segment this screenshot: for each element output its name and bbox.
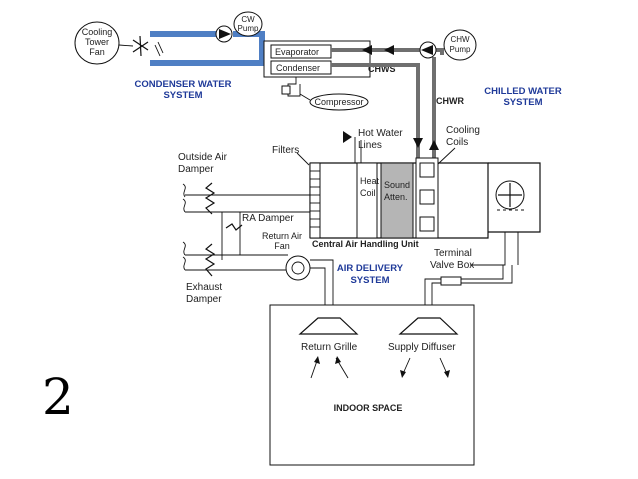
return-grille-label: Return Grille xyxy=(301,342,358,353)
sound-atten-label-1: Sound xyxy=(384,180,410,190)
condenser-system-label-1: CONDENSER WATER xyxy=(135,79,232,90)
air-handling-unit: Filters Heat Coil Hot Water Lines Sound … xyxy=(272,125,541,266)
cw-pump-label-2: Pump xyxy=(238,24,259,33)
return-air-fan-label-2: Fan xyxy=(274,241,290,251)
chws-up-arrow-icon xyxy=(429,140,439,150)
chiller: Evaporator Condenser Compressor xyxy=(263,40,371,111)
terminal-valve-box xyxy=(440,276,462,286)
heat-coil xyxy=(356,162,378,239)
indoor-space-label: INDOOR SPACE xyxy=(334,403,403,413)
return-air-fan-icon xyxy=(285,255,311,281)
chws-riser xyxy=(434,48,444,55)
condenser-label: Condenser xyxy=(276,63,320,73)
condenser-system-label-2: SYSTEM xyxy=(163,90,202,101)
return-grille-icon xyxy=(298,317,359,335)
filter-bank xyxy=(309,162,321,239)
outside-air-damper-icon xyxy=(204,182,216,215)
chilled-water-system: CHWS CHWR CHW Pump CHILLED WATER SYSTEM xyxy=(331,29,562,160)
cooling-coils-label-2: Coils xyxy=(446,137,468,148)
chwr-label: CHWR xyxy=(436,96,464,106)
evaporator-label: Evaporator xyxy=(275,47,319,57)
return-air-fan-label-1: Return Air xyxy=(262,231,302,241)
cooling-coil-2 xyxy=(419,189,435,205)
cooling-tower-fan-icon xyxy=(132,35,164,57)
compressor-bubble xyxy=(309,93,369,111)
chws-label: CHWS xyxy=(368,64,396,74)
cooling-coils-label-1: Cooling xyxy=(446,125,480,136)
cooling-tower-fan-bubble xyxy=(74,21,120,65)
chwr-arrow-icon xyxy=(413,138,423,148)
exhaust-damper-icon xyxy=(204,243,216,277)
sound-attenuator xyxy=(380,162,414,239)
condenser-water-system: Cooling Tower Fan CW Pump CONDENSER WATE… xyxy=(74,11,266,101)
cooling-coil-1 xyxy=(419,162,435,178)
heat-coil-label-1: Heat xyxy=(360,176,380,186)
chws-arrow-icon xyxy=(362,45,372,55)
dampers-and-return: Outside Air Damper RA Damper Exhaust Dam… xyxy=(178,152,334,318)
compressor-icon xyxy=(281,85,291,95)
chw-pump-bubble xyxy=(443,29,477,61)
indoor-space-room xyxy=(269,304,475,466)
compressor-label: Compressor xyxy=(314,97,363,107)
chws-arrow-2-icon xyxy=(384,45,394,55)
chw-pump-label-1: CHW xyxy=(450,35,470,44)
heat-coil-label-2: Coil xyxy=(360,188,376,198)
chw-pump-label-2: Pump xyxy=(450,45,471,54)
exhaust-damper-label-1: Exhaust xyxy=(186,282,222,293)
condenser-pipe-riser xyxy=(233,31,265,63)
cooling-tower-fan-label-1: Cooling xyxy=(82,27,113,37)
cooling-tower-fan-label-2: Tower xyxy=(85,37,109,47)
cw-pump-label-1: CW xyxy=(241,15,255,24)
air-delivery-label-1: AIR DELIVERY xyxy=(337,263,404,274)
hot-water-label-2: Lines xyxy=(358,140,382,151)
filters-label: Filters xyxy=(272,145,299,156)
outside-air-damper-label-2: Damper xyxy=(178,164,214,175)
hot-water-arrow-icon xyxy=(343,131,352,143)
supply-diffuser-label: Supply Diffuser xyxy=(388,342,456,353)
outside-air-damper-label-1: Outside Air xyxy=(178,152,228,163)
ra-damper-label: RA Damper xyxy=(242,213,294,224)
condenser-box xyxy=(270,60,332,75)
indoor-space: Return Grille Supply Diffuser INDOOR SPA… xyxy=(269,304,475,466)
terminal-valve-box-label-1: Terminal xyxy=(434,248,472,259)
supply-fan-housing xyxy=(488,162,541,233)
ra-damper-icon xyxy=(225,223,243,231)
slide-number: 2 xyxy=(42,368,74,426)
exhaust-damper-label-2: Damper xyxy=(186,294,222,305)
terminal-valve-box-label-2: Valve Box xyxy=(430,260,474,271)
cw-pump-bubble xyxy=(233,11,263,37)
cooling-tower-fan-label-3: Fan xyxy=(89,47,105,57)
cooling-coil-3 xyxy=(419,216,435,232)
central-ahu-label: Central Air Handling Unit xyxy=(312,239,419,249)
sound-atten-label-2: Atten. xyxy=(384,192,408,202)
hot-water-lines xyxy=(354,137,362,163)
supply-diffuser-icon xyxy=(398,317,459,335)
air-delivery-system: AIR DELIVERY SYSTEM Terminal Valve Box xyxy=(337,248,513,318)
hot-water-label-1: Hot Water xyxy=(358,128,403,139)
chilled-system-label-2: SYSTEM xyxy=(503,97,542,108)
air-delivery-label-2: SYSTEM xyxy=(350,275,389,286)
chilled-system-label-1: CHILLED WATER xyxy=(484,86,562,97)
chwr-pipe xyxy=(331,63,420,160)
